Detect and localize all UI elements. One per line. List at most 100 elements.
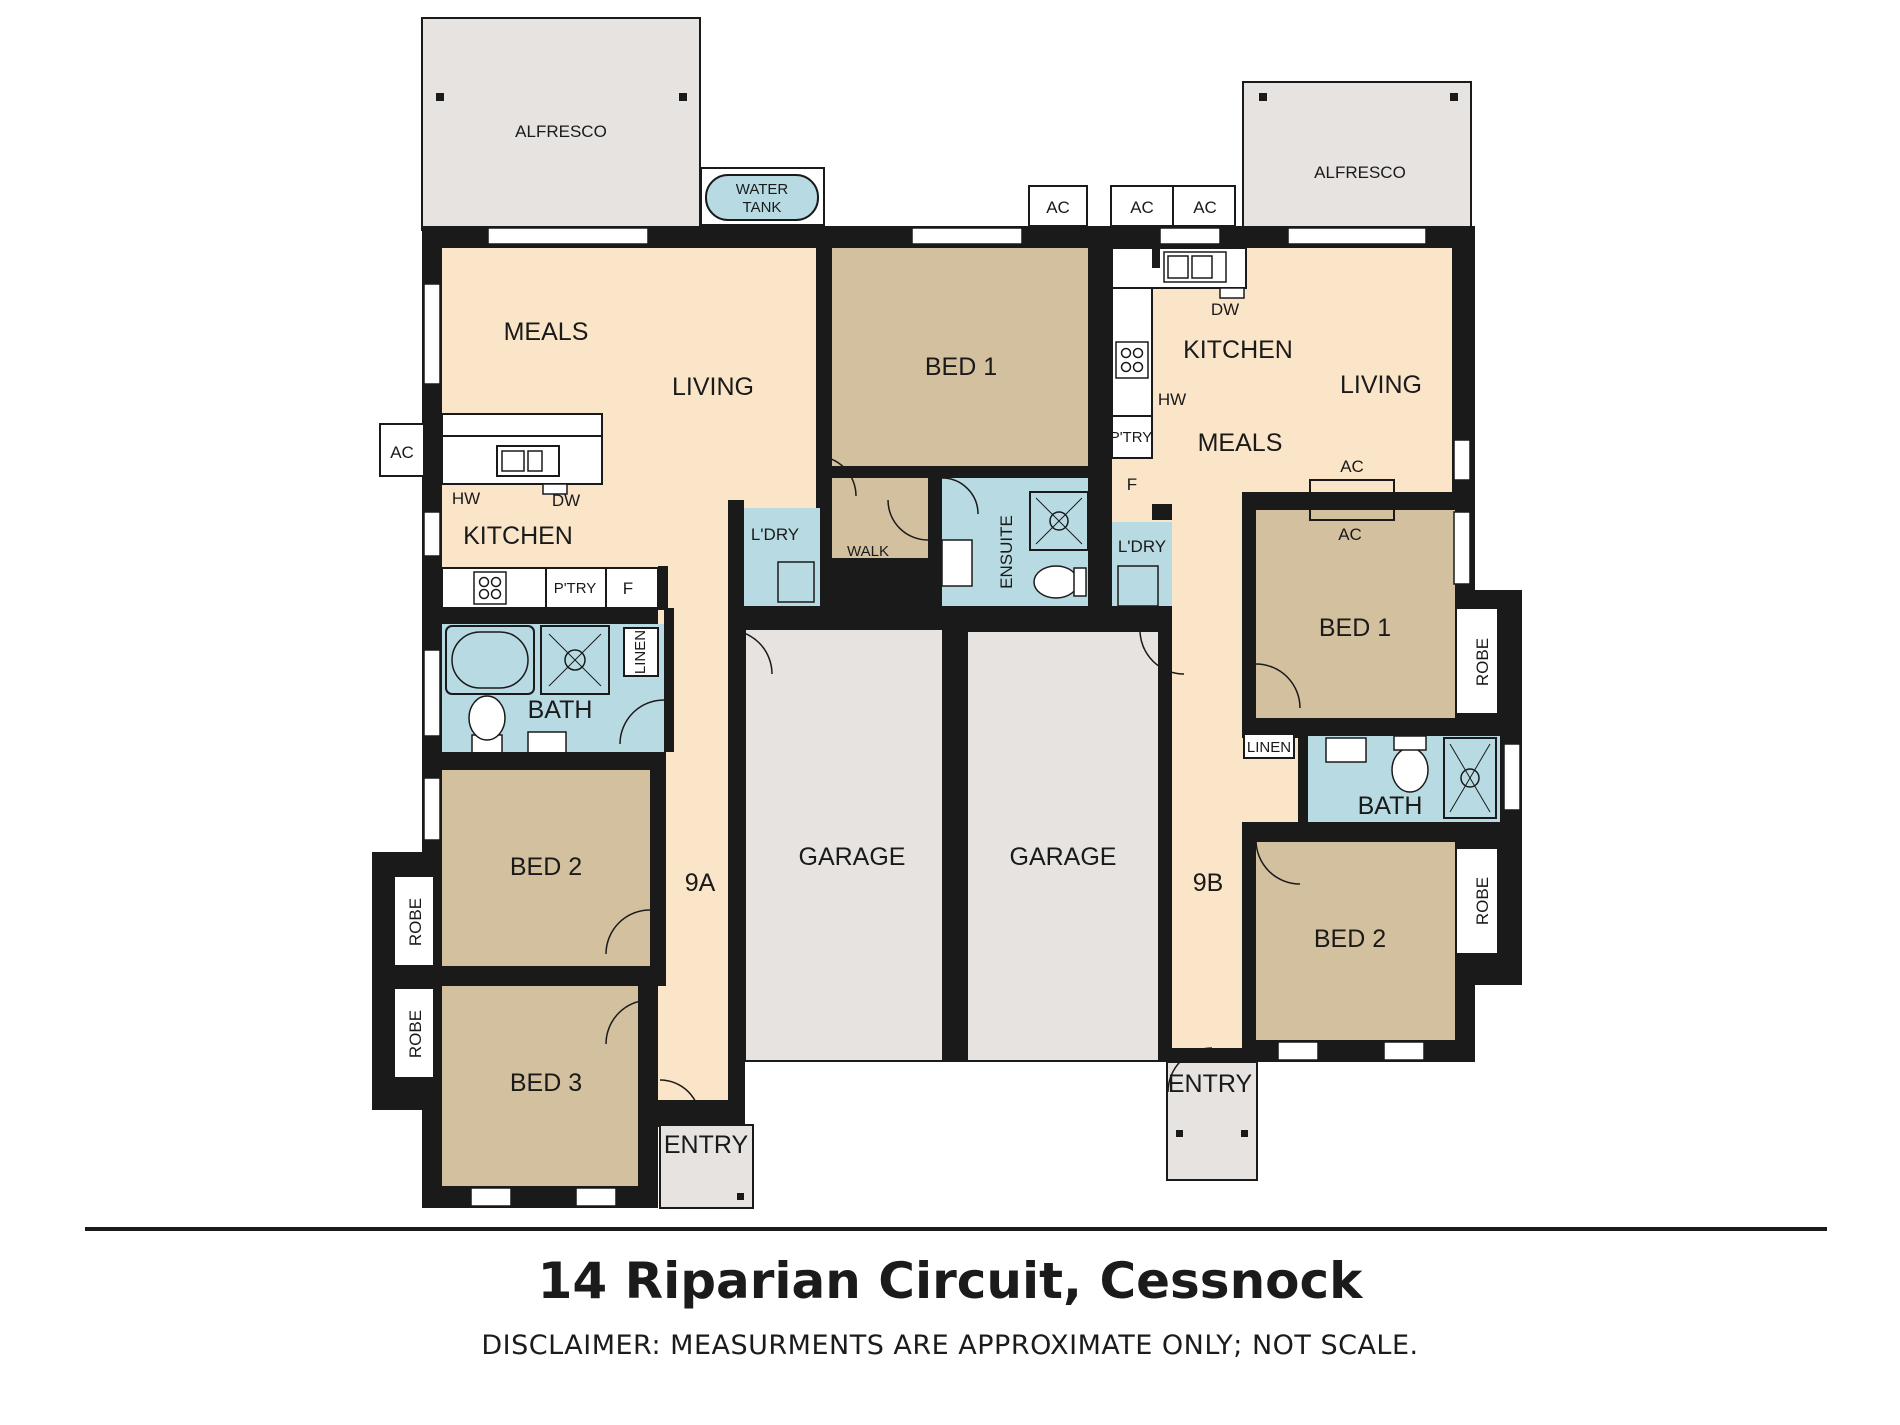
label-meals-9b: MEALS (1198, 429, 1283, 457)
hallway-9b-main (1172, 522, 1242, 1048)
bath-fixtures-9a (445, 625, 610, 756)
laundry-tub-icon (777, 561, 815, 603)
hallway-9b (1112, 492, 1242, 522)
entry-9b: ENTRY (1166, 1061, 1258, 1181)
label-fridge-9a: F (623, 579, 633, 598)
doors (605, 455, 1301, 1121)
label-laundry-9b: L'DRY (1118, 537, 1166, 556)
label-ensuite-9a: ENSUITE (997, 515, 1016, 589)
laundry-tub-icon-9b (1117, 565, 1159, 607)
robes-9a: ROBE ROBE (393, 875, 435, 1079)
footer-divider (85, 1227, 1827, 1231)
label-living-9b: LIVING (1340, 371, 1422, 399)
label-living-9a: LIVING (672, 373, 754, 401)
water-tank: WATER TANK (700, 167, 825, 226)
kitchen-bench-9b (1111, 247, 1247, 459)
alfresco-9b-label: ALFRESCO (1314, 163, 1406, 182)
robe-label-bed2-9b: ROBE (1473, 877, 1492, 925)
cooktop-icon-9b (1115, 341, 1149, 379)
robes-9b: ROBE ROBE (1455, 607, 1499, 955)
bed2-9b (1255, 842, 1455, 1040)
ac-label-9a-side: AC (390, 443, 414, 462)
label-bed2-9b: BED 2 (1314, 925, 1386, 953)
hallway-9a (658, 500, 728, 1100)
alfresco-9a-label: ALFRESCO (515, 122, 607, 141)
garage-9a (746, 630, 942, 1060)
label-meals-9a: MEALS (504, 318, 589, 346)
label-wir-2: IN (861, 561, 876, 578)
bed2-9a (442, 770, 650, 966)
disclaimer: DISCLAIMER: MEASURMENTS ARE APPROXIMATE … (481, 1330, 1419, 1361)
label-bed1-9a: BED 1 (925, 353, 997, 381)
bed1-9b (1255, 510, 1455, 718)
water-tank-label-2: TANK (743, 199, 782, 216)
label-kitchen-9b: KITCHEN (1183, 336, 1293, 364)
laundry-fixtures-9a (777, 561, 815, 603)
ac-label-9b-roof-2: AC (1193, 198, 1217, 217)
label-bed3-9a: BED 3 (510, 1069, 582, 1097)
sink-icon-9b (1163, 251, 1227, 283)
bathtub-icon (451, 631, 529, 689)
label-laundry-9a: L'DRY (751, 525, 799, 544)
walk-in-robe-9a (832, 466, 928, 558)
robe-label-bed3-9a: ROBE (406, 1010, 425, 1058)
ac-label-9b-upper: AC (1340, 457, 1364, 476)
alfresco-9b: ALFRESCO (1242, 81, 1472, 231)
label-unit-9b: 9B (1193, 869, 1224, 897)
bath-fixtures-9b (1325, 735, 1497, 819)
water-tank-label-1: WATER (736, 181, 789, 198)
label-unit-9a: 9A (685, 869, 716, 897)
room-labels-9b: KITCHEN DW HW P'TRY F LIVING MEALS L'DRY… (1010, 300, 1423, 953)
ac-label-9a-roof: AC (1046, 198, 1070, 217)
label-pantry-9a: P'TRY (554, 580, 597, 597)
windows (423, 227, 1521, 1207)
label-pantry-9b: P'TRY (1110, 429, 1153, 446)
entry-label-9b: ENTRY (1168, 1070, 1253, 1098)
toilet-icon-9b (1391, 747, 1429, 793)
toilet-icon-ensuite (1033, 565, 1079, 599)
kitchen-island-9a (441, 413, 603, 495)
interior-walls (442, 248, 1474, 1186)
robe-label-bed1-9b: ROBE (1473, 638, 1492, 686)
label-bed2-9a: BED 2 (510, 853, 582, 881)
cooktop-icon (473, 571, 507, 605)
robe-label-bed2-9a: ROBE (406, 898, 425, 946)
label-wir-1: WALK (847, 543, 889, 560)
garage-9b (968, 632, 1158, 1060)
label-hw-9b: HW (1158, 390, 1186, 409)
label-dw-9a: DW (552, 491, 580, 510)
room-labels-9a: MEALS LIVING KITCHEN HW DW P'TRY F BED 1… (452, 318, 1016, 1097)
linen-label-9b: LINEN (1247, 739, 1291, 756)
ensuite-fixtures-9a (941, 491, 1089, 599)
label-kitchen-9a: KITCHEN (463, 522, 573, 550)
basin-icon-ensuite (941, 539, 973, 587)
label-hw-9a: HW (452, 489, 480, 508)
label-garage-9a: GARAGE (799, 843, 906, 871)
hallway-9a-top (728, 500, 816, 508)
basin-icon (527, 731, 567, 755)
alfresco-9a: ALFRESCO (421, 17, 701, 231)
label-garage-9b: GARAGE (1010, 843, 1117, 871)
toilet-icon (468, 695, 506, 741)
bed1-9a (832, 248, 1088, 466)
ac-label-9b-roof-1: AC (1130, 198, 1154, 217)
label-wir-3: ROBE (851, 585, 894, 602)
ac-unit-9a-side: AC (379, 423, 425, 477)
basin-icon-9b (1325, 737, 1367, 763)
label-fridge-9b: F (1127, 475, 1137, 494)
label-bath-9b: BATH (1358, 792, 1423, 820)
ac-label-9b-lower: AC (1338, 525, 1362, 544)
label-dw-9b: DW (1211, 300, 1239, 319)
property-address: 14 Riparian Circuit, Cessnock (537, 1252, 1363, 1310)
entry-9a: ENTRY (659, 1124, 754, 1209)
laundry-fixtures-9b (1117, 565, 1159, 607)
bed3-9a (442, 986, 638, 1186)
entry-label-9a: ENTRY (664, 1131, 749, 1159)
linen-9a: LINEN (623, 627, 659, 677)
ac-units-roof: AC AC AC (1028, 185, 1236, 227)
shower-icon-9b (1443, 737, 1497, 819)
label-bed1-9b: BED 1 (1319, 614, 1391, 642)
label-bath-9a: BATH (528, 696, 593, 724)
linen-label-9a: LINEN (632, 630, 649, 674)
